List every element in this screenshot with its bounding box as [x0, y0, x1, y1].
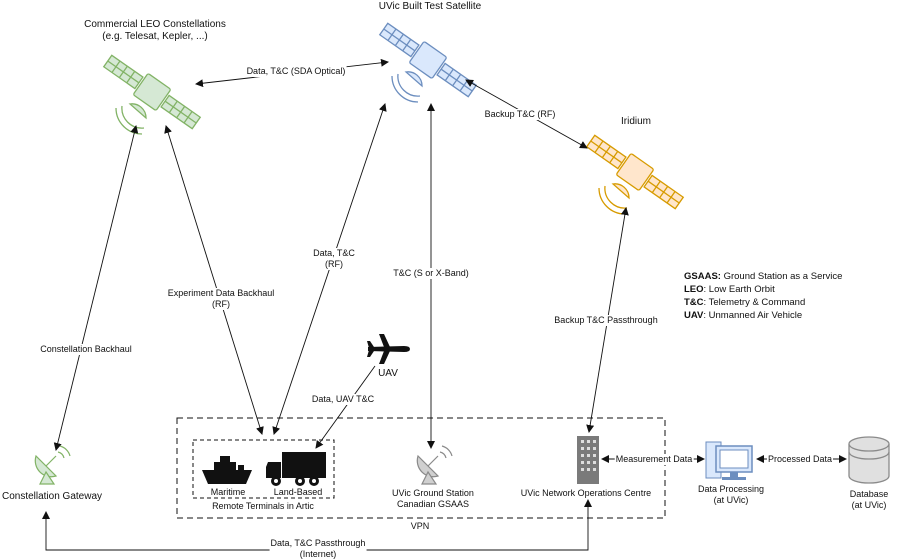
- commercial-leo-satellite-icon: [103, 54, 201, 135]
- internet-passthrough-line1: Data, T&C Passthrough: [270, 538, 366, 548]
- measurement-data-link-label: Measurement Data: [614, 454, 694, 465]
- internet-passthrough-link-label: Data, T&C Passthrough (Internet): [269, 538, 367, 560]
- iridium-satellite-icon: [586, 134, 684, 215]
- uav-tc-link-label: Data, UAV T&C: [310, 394, 376, 405]
- commercial-leo-label: Commercial LEO Constellations (e.g. Tele…: [83, 19, 227, 43]
- legend-item-leo: LEO: Low Earth Orbit: [684, 284, 775, 295]
- data-tc-rf-line2: (RF): [324, 259, 343, 269]
- commercial-leo-title: Commercial LEO Constellations: [84, 19, 226, 30]
- uav-label: UAV: [378, 368, 398, 379]
- legend-item-gsaas: GSAAS: Ground Station as a Service: [684, 271, 843, 282]
- remote-terminals-boundary: [192, 439, 335, 499]
- uvic-satellite-icon: [379, 22, 477, 103]
- data-processing-label: Data Processing (at UVic): [697, 484, 765, 506]
- experiment-backhaul-line2: (RF): [212, 299, 230, 309]
- noc-label: UVic Network Operations Centre: [520, 488, 652, 498]
- uav-tc-link: [315, 365, 376, 449]
- vpn-label: VPN: [410, 521, 430, 531]
- experiment-backhaul-link-label: Experiment Data Backhaul (RF): [166, 288, 276, 310]
- processed-data-link-label: Processed Data: [766, 454, 834, 465]
- database-title: Database: [849, 489, 889, 499]
- constellation-gateway-dish-icon: [34, 445, 71, 485]
- ground-station-dish-icon: [416, 445, 453, 485]
- backup-passthrough-link-label: Backup T&C Passthrough: [553, 315, 659, 326]
- data-processing-title: Data Processing: [697, 484, 765, 494]
- legend-item-uav: UAV: Unmanned Air Vehicle: [684, 310, 803, 321]
- constellation-backhaul-link: [53, 125, 139, 451]
- uvic-satellite-label: UVic Built Test Satellite: [378, 1, 482, 12]
- constellation-backhaul-link-label: Constellation Backhaul: [39, 344, 133, 355]
- airplane-icon: [367, 334, 410, 364]
- remote-terminals-label: Remote Terminals in Artic: [212, 501, 314, 511]
- s-x-band-link-label: T&C (S or X-Band): [392, 268, 470, 279]
- database-location: (at UVic): [851, 500, 887, 510]
- computer-icon: [705, 441, 753, 480]
- commercial-leo-examples: (e.g. Telesat, Kepler, ...): [102, 31, 208, 42]
- database-icon: [848, 436, 890, 484]
- database-label: Database (at UVic): [849, 489, 890, 511]
- iridium-label: Iridium: [620, 116, 652, 127]
- legend-item-tc: T&C: Telemetry & Command: [684, 297, 806, 308]
- building-icon: [577, 436, 599, 484]
- land-based-label: Land-Based: [273, 487, 323, 497]
- ground-station-title: UVic Ground Station: [392, 488, 474, 498]
- ground-station-subtitle: Canadian GSAAS: [396, 499, 470, 509]
- truck-icon: [266, 452, 326, 486]
- constellation-gateway-label: Constellation Gateway: [1, 491, 103, 502]
- experiment-backhaul-link: [164, 125, 264, 435]
- maritime-label: Maritime: [210, 487, 246, 497]
- ship-icon: [202, 456, 252, 484]
- data-tc-rf-line1: Data, T&C: [313, 248, 355, 258]
- data-processing-location: (at UVic): [713, 495, 749, 505]
- experiment-backhaul-line1: Experiment Data Backhaul: [167, 288, 275, 298]
- sda-optical-link-label: Data, T&C (SDA Optical): [245, 66, 347, 77]
- backup-rf-link-label: Backup T&C (RF): [483, 109, 557, 120]
- abbreviation-legend: GSAAS: Ground Station as a Service LEO: …: [684, 270, 842, 322]
- ground-station-label: UVic Ground Station Canadian GSAAS: [391, 488, 475, 510]
- internet-passthrough-line2: (Internet): [299, 549, 337, 559]
- data-tc-rf-link-label: Data, T&C (RF): [312, 248, 356, 270]
